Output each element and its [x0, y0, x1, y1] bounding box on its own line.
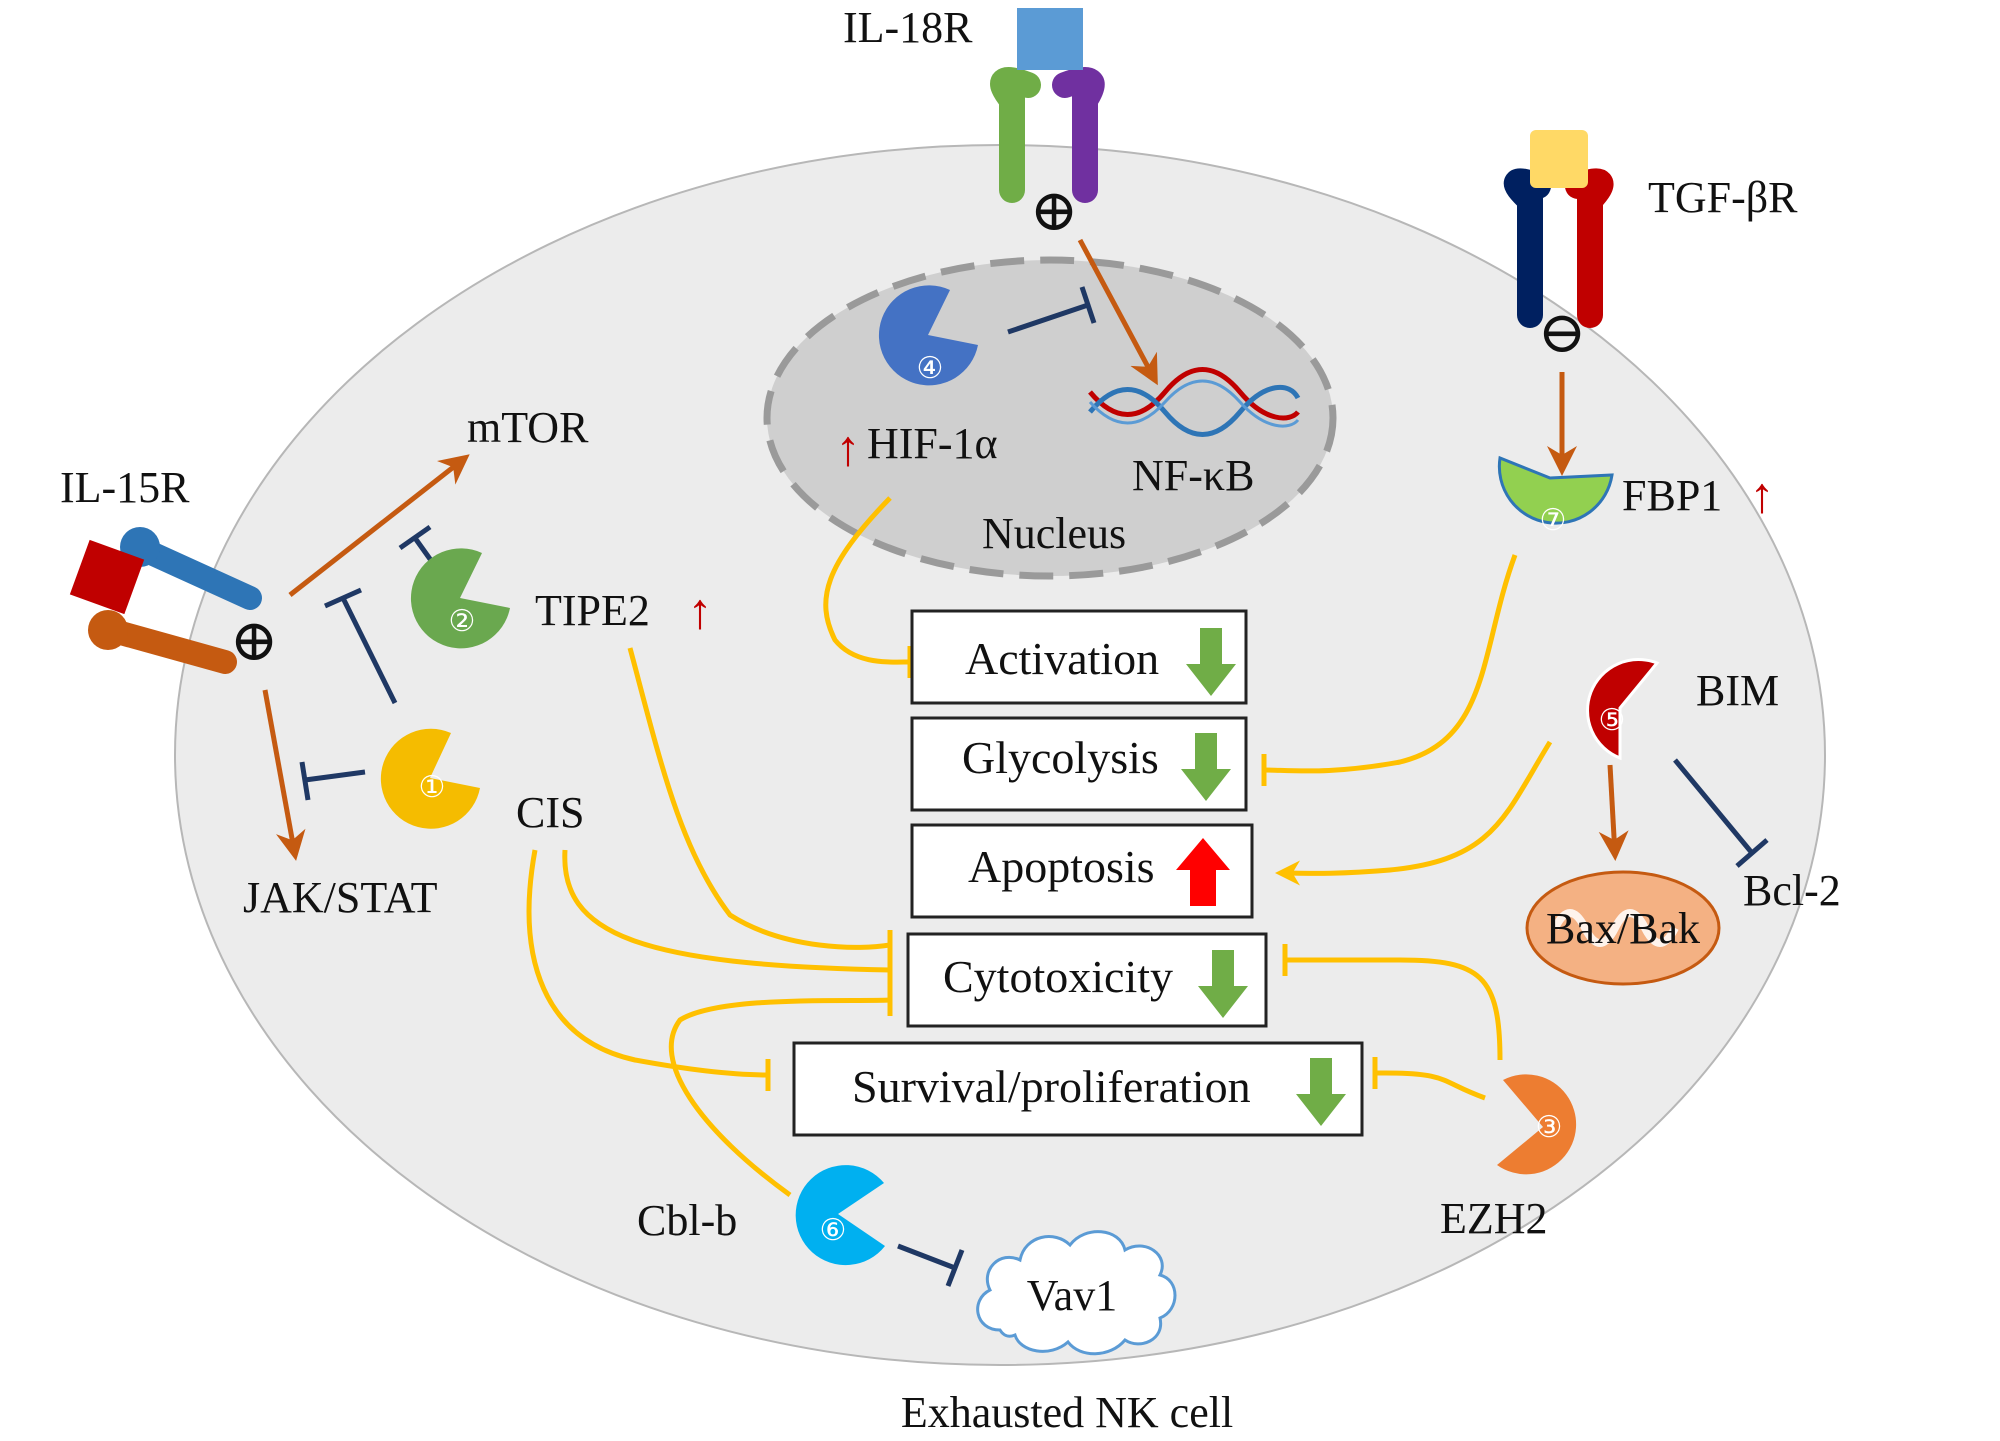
pacman-icon-6 — [795, 1165, 885, 1266]
svg-text:③: ③ — [1536, 1110, 1563, 1145]
cblb-label: Cbl-b — [637, 1196, 737, 1245]
tgfbr-label: TGF-βR — [1648, 173, 1798, 222]
outcome-apoptosis-label: Apoptosis — [968, 841, 1155, 892]
il18r-label: IL-18R — [843, 3, 973, 52]
outcome-cytotoxicity-label: Cytotoxicity — [943, 951, 1173, 1002]
marker-3: ③ — [1497, 1074, 1577, 1175]
path-bim-apoptosis — [1275, 740, 1553, 886]
cis-label: CIS — [516, 788, 584, 837]
path-cis-cytotoxicity — [562, 849, 891, 973]
marker-2: ② — [410, 548, 510, 649]
mtor-label: mTOR — [467, 403, 589, 452]
outcome-survival: Survival/proliferation — [792, 1041, 1364, 1137]
nucleus-label: Nucleus — [982, 509, 1126, 558]
bcl2-label: Bcl-2 — [1743, 866, 1841, 915]
fbp1-up-arrow: ↑ — [1750, 467, 1775, 523]
vav1-label: Vav1 — [1027, 1271, 1117, 1320]
pacman-icon-7 — [1497, 455, 1614, 525]
down-arrow-icon — [1181, 733, 1231, 801]
down-arrow-icon — [1186, 628, 1236, 696]
hif-up-arrow: ↑ — [836, 420, 861, 476]
tipe2-up-arrow: ↑ — [688, 583, 713, 639]
il15r-receptor — [69, 527, 262, 674]
marker-4: ④ — [878, 285, 978, 386]
svg-text:⑦: ⑦ — [1540, 503, 1567, 538]
hif-label: HIF-1α — [867, 419, 998, 468]
vav1-cloud: Vav1 — [976, 1230, 1177, 1356]
svg-text:⑤: ⑤ — [1599, 703, 1626, 738]
marker-5: ⑤ — [1586, 658, 1660, 761]
inhibit-6-vav1 — [897, 1243, 956, 1271]
svg-text:②: ② — [449, 604, 476, 639]
svg-text:④: ④ — [917, 351, 944, 386]
pacman-icon-4 — [878, 285, 978, 386]
nfkb-dna-icon — [1088, 367, 1301, 437]
outcome-activation-label: Activation — [965, 633, 1159, 684]
pacman-icon-3 — [1497, 1074, 1577, 1175]
arrow-bim-baxbak — [1598, 764, 1629, 861]
down-arrow-icon — [1198, 950, 1248, 1018]
il18r-activate-symbol: ⊕ — [1030, 178, 1079, 243]
marker-1: ① — [380, 728, 480, 829]
inhibit-4-nfkb — [1007, 302, 1089, 335]
arrow-il15r-jakstat — [262, 689, 306, 861]
up-arrow-icon — [1176, 838, 1230, 906]
path-ezh2-survival — [1375, 1070, 1486, 1101]
outcome-cytotoxicity: Cytotoxicity — [906, 932, 1268, 1028]
tgfbr-receptor — [1504, 130, 1614, 328]
outcome-glycolysis-label: Glycolysis — [962, 732, 1159, 783]
path-ezh2-cytotoxicity — [1285, 957, 1503, 1061]
tgfbr-inhibit-symbol: ⊖ — [1538, 300, 1587, 365]
path-cis-survival — [526, 849, 769, 1078]
down-arrow-icon — [1296, 1058, 1346, 1126]
outcome-apoptosis: Apoptosis — [910, 823, 1254, 919]
outcome-glycolysis: Glycolysis — [910, 716, 1248, 812]
inhibition-lines — [299, 286, 1769, 1287]
marker-7: ⑦ — [1497, 455, 1614, 538]
pacman-icon-2 — [410, 548, 510, 649]
activation-arrows — [262, 238, 1629, 861]
path-tipe2-cytotoxicity — [627, 647, 891, 950]
arrow-il18r-nfkb — [1077, 238, 1158, 386]
path-cblb-cytotoxicity — [668, 997, 891, 1198]
tipe2-label: TIPE2 — [535, 586, 650, 635]
nfkb-label: NF-κB — [1132, 451, 1254, 500]
outcome-activation: Activation — [910, 609, 1248, 705]
outcome-survival-label: Survival/proliferation — [852, 1061, 1251, 1112]
path-fbp1-glycolysis — [1263, 554, 1518, 774]
pacman-icon-1 — [380, 728, 480, 829]
inhibit-1-jakstat — [304, 769, 366, 783]
il15r-label: IL-15R — [60, 463, 190, 512]
svg-text:⑥: ⑥ — [820, 1213, 847, 1248]
fbp1-label: FBP1 — [1622, 471, 1722, 520]
pacman-icon-5 — [1586, 658, 1660, 761]
inhibit-1-il15r — [340, 596, 398, 705]
bim-label: BIM — [1696, 666, 1779, 715]
figure-caption: Exhausted NK cell — [901, 1388, 1233, 1437]
baxbak-mitochondrion: Bax/Bak — [1525, 870, 1721, 986]
path-hif-activation — [823, 496, 911, 665]
il18r-receptor — [990, 8, 1105, 203]
il15r-activate-symbol: ⊕ — [230, 608, 279, 673]
jakstat-label: JAK/STAT — [243, 873, 438, 922]
svg-text:①: ① — [419, 770, 446, 805]
marker-6: ⑥ — [795, 1165, 885, 1266]
inhibit-bim-bcl2 — [1673, 758, 1754, 855]
baxbak-label: Bax/Bak — [1546, 904, 1700, 953]
pathway-lines — [526, 496, 1553, 1198]
ezh2-label: EZH2 — [1440, 1194, 1548, 1243]
arrow-il15r-mtor — [288, 454, 470, 597]
